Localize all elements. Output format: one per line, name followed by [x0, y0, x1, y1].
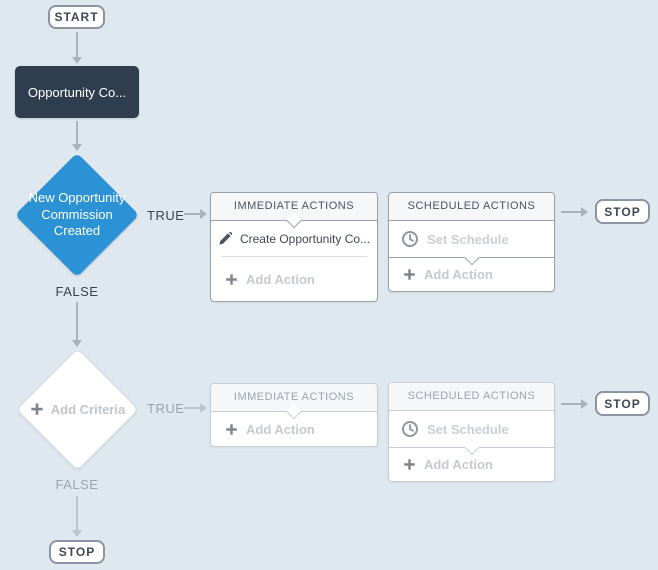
divider [221, 256, 367, 257]
scheduled-actions-header-2: SCHEDULED ACTIONS [389, 383, 554, 410]
arrow-true-2 [184, 407, 200, 409]
plus-icon [30, 402, 44, 416]
arrow-stop-2-head [581, 399, 588, 409]
scheduled-actions-header-1: SCHEDULED ACTIONS [389, 193, 554, 220]
add-action-button-scheduled-1[interactable]: Add Action [389, 249, 554, 291]
action-item-create-opportunity[interactable]: Create Opportunity Co... [211, 212, 377, 256]
arrow-false-2-head [72, 530, 82, 537]
start-node: START [48, 5, 105, 29]
stop-label-1: STOP [604, 204, 641, 219]
set-schedule-button-2[interactable]: Set Schedule [389, 410, 554, 447]
arrow-true-1-head [200, 209, 207, 219]
criteria-node-1-label: New Opportunity Commission Created [28, 189, 126, 239]
trigger-label: Opportunity Co... [27, 84, 127, 100]
arrow-false-1-head [72, 340, 82, 347]
false-label-2: FALSE [55, 477, 99, 492]
stop-label-2: STOP [604, 396, 641, 411]
add-action-button-immediate-1[interactable]: Add Action [211, 257, 377, 301]
arrow-true-1 [184, 213, 200, 215]
action-item-label: Create Opportunity Co... [239, 231, 371, 246]
stop-label-end: STOP [58, 545, 96, 559]
true-label-2: TRUE [147, 401, 185, 416]
arrow-false-1 [76, 302, 78, 340]
add-action-button-immediate-2[interactable]: Add Action [211, 403, 377, 446]
stop-node-1: STOP [595, 199, 650, 224]
add-criteria-label: Add Criteria [50, 401, 126, 417]
set-schedule-label: Set Schedule [427, 231, 509, 247]
arrow-false-2 [76, 496, 78, 530]
add-action-label: Add Action [424, 267, 493, 282]
clock-icon [401, 230, 419, 248]
stop-node-2: STOP [595, 391, 650, 416]
add-action-button-scheduled-2[interactable]: Add Action [389, 439, 554, 481]
arrow-start-trigger [76, 32, 78, 57]
plus-icon [403, 458, 416, 471]
start-label: START [54, 10, 99, 24]
immediate-actions-box-2: IMMEDIATE ACTIONS Add Action [210, 383, 378, 447]
clock-icon [401, 420, 419, 438]
set-schedule-button-1[interactable]: Set Schedule [389, 220, 554, 257]
arrow-trigger-criteria [76, 121, 78, 144]
add-action-label: Add Action [246, 421, 315, 437]
arrow-stop-1-head [581, 207, 588, 217]
arrow-stop-1 [561, 211, 581, 213]
arrow-start-trigger-head [72, 57, 82, 64]
stop-node-end: STOP [49, 540, 105, 564]
arrow-trigger-criteria-head [72, 144, 82, 151]
scheduled-actions-box-2: SCHEDULED ACTIONS Set Schedule Add Actio… [388, 382, 555, 482]
true-label-1: TRUE [147, 208, 185, 223]
pencil-icon [218, 231, 232, 246]
set-schedule-label: Set Schedule [427, 421, 509, 437]
plus-icon [225, 423, 238, 436]
immediate-actions-box-1: IMMEDIATE ACTIONS Create Opportunity Co.… [210, 192, 378, 302]
add-criteria-label-wrap: Add Criteria [17, 394, 138, 424]
arrow-stop-2 [561, 403, 581, 405]
add-action-label: Add Action [246, 271, 315, 287]
false-label-1: FALSE [55, 284, 99, 299]
scheduled-actions-box-1: SCHEDULED ACTIONS Set Schedule Add Actio… [388, 192, 555, 292]
arrow-true-2-head [200, 403, 207, 413]
trigger-node[interactable]: Opportunity Co... [15, 66, 139, 118]
plus-icon [225, 273, 238, 286]
add-action-label: Add Action [424, 457, 493, 472]
plus-icon [403, 268, 416, 281]
